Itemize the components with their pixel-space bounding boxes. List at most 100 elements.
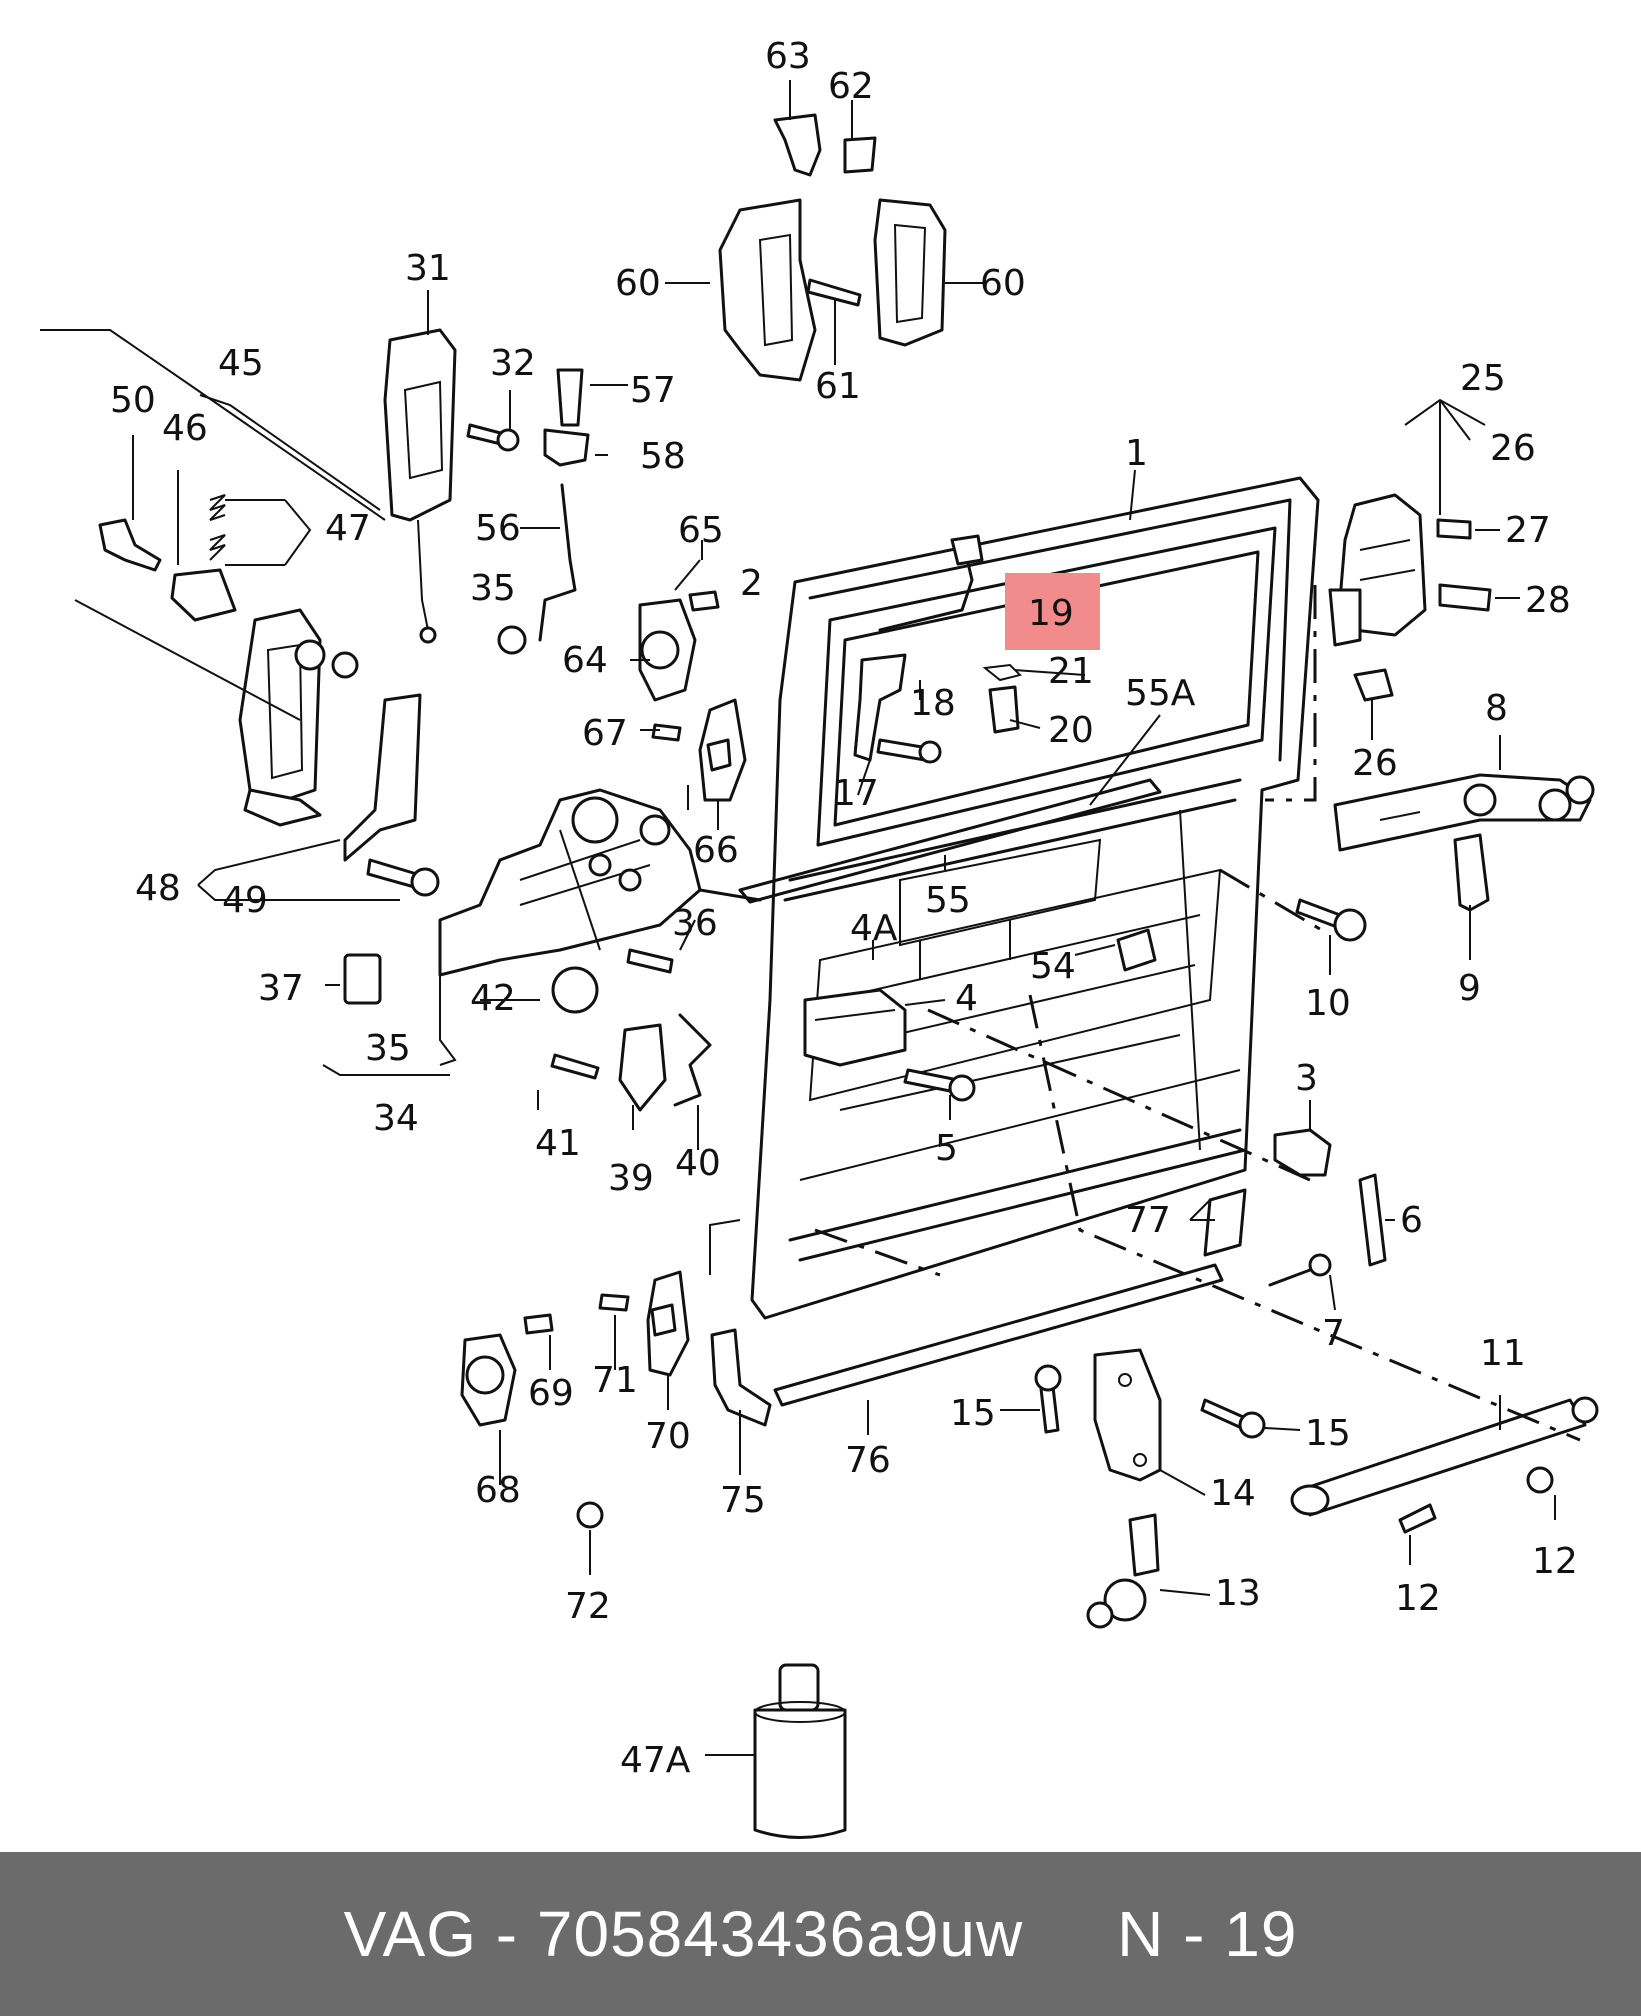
callout-35b: 35 — [365, 1028, 411, 1069]
callout-61: 61 — [815, 366, 861, 407]
callout-58: 58 — [640, 436, 686, 477]
position-label: N - 19 — [1117, 1898, 1298, 1970]
hinge-14 — [1093, 1348, 1162, 1482]
callout-labels: 1 2 3 4 4A 5 6 7 8 9 10 11 12 12 13 14 1… — [110, 36, 1578, 1781]
callout-66: 66 — [693, 830, 739, 871]
callout-8: 8 — [1485, 688, 1508, 729]
callout-42: 42 — [470, 978, 516, 1019]
callout-32: 32 — [490, 343, 536, 384]
callout-45: 45 — [218, 343, 264, 384]
callout-5: 5 — [935, 1128, 958, 1169]
callout-56: 56 — [475, 508, 521, 549]
seal-strip — [710, 1328, 772, 1427]
callout-35a: 35 — [470, 568, 516, 609]
gap — [1023, 1897, 1117, 1971]
callout-12a: 12 — [1395, 1578, 1441, 1619]
callout-9: 9 — [1458, 968, 1481, 1009]
separator: - — [477, 1898, 537, 1970]
callout-17: 17 — [833, 773, 879, 814]
callout-55A: 55A — [1125, 673, 1196, 714]
callout-28: 28 — [1525, 580, 1571, 621]
callout-39: 39 — [608, 1158, 654, 1199]
callout-15a: 15 — [950, 1393, 996, 1434]
parts-diagram: 1 2 3 4 4A 5 6 7 8 9 10 11 12 12 13 14 1… — [40, 36, 1599, 1839]
callout-18: 18 — [910, 683, 956, 724]
callout-63: 63 — [765, 36, 811, 77]
callout-65: 65 — [678, 510, 724, 551]
callout-15b: 15 — [1305, 1413, 1351, 1454]
callout-6: 6 — [1400, 1200, 1423, 1241]
roller-13 — [1086, 1513, 1160, 1629]
outer-handle-group — [238, 608, 359, 827]
callout-70: 70 — [645, 1416, 691, 1457]
callout-40: 40 — [675, 1143, 721, 1184]
callout-26b: 26 — [1352, 743, 1398, 784]
part-info-bar: VAG - 705843436a9uw N - 19 — [0, 1852, 1641, 2016]
callout-11: 11 — [1480, 1333, 1526, 1374]
callout-1: 1 — [1125, 433, 1148, 474]
callout-55: 55 — [925, 880, 971, 921]
callout-31: 31 — [405, 248, 451, 289]
leader-lines — [40, 80, 1556, 1756]
callout-19: 19 — [1028, 593, 1074, 634]
striker-70 — [646, 1270, 690, 1377]
striker-64 — [638, 598, 697, 702]
callout-46: 46 — [162, 408, 208, 449]
callout-13: 13 — [1215, 1573, 1261, 1614]
bracket-17 — [853, 653, 907, 762]
callout-27: 27 — [1505, 510, 1551, 551]
callout-2: 2 — [740, 563, 763, 604]
callout-69: 69 — [528, 1373, 574, 1414]
callout-4: 4 — [955, 978, 978, 1019]
callout-68: 68 — [475, 1470, 521, 1511]
callout-14: 14 — [1210, 1473, 1256, 1514]
sill-strip — [773, 1263, 1224, 1407]
callout-48: 48 — [135, 868, 181, 909]
rod-19 — [878, 534, 984, 632]
grab-handle-left — [718, 198, 817, 382]
callout-54: 54 — [1030, 946, 1076, 987]
callout-76: 76 — [845, 1440, 891, 1481]
callout-34: 34 — [373, 1098, 419, 1139]
callout-71: 71 — [592, 1360, 638, 1401]
bracket-63 — [773, 113, 822, 177]
callout-75: 75 — [720, 1480, 766, 1521]
clip-62 — [843, 136, 877, 174]
callout-50: 50 — [110, 380, 156, 421]
screw-61 — [806, 278, 862, 307]
callout-20: 20 — [1048, 710, 1094, 751]
callout-7: 7 — [1322, 1313, 1345, 1354]
callout-3: 3 — [1295, 1058, 1318, 1099]
roller-arm-8 — [1333, 773, 1595, 852]
callout-47A: 47A — [620, 1740, 691, 1781]
roller-arm-11 — [1290, 1396, 1599, 1517]
part-number: 705843436a9uw — [536, 1898, 1024, 1970]
interior-handle-31 — [383, 328, 457, 644]
callout-47: 47 — [325, 508, 371, 549]
lock-mechanism-34 — [438, 788, 762, 977]
callout-41: 41 — [535, 1123, 581, 1164]
callout-4A: 4A — [850, 908, 898, 949]
screw-32 — [466, 423, 520, 452]
callout-37: 37 — [258, 968, 304, 1009]
lock-25 — [1328, 493, 1427, 647]
grab-handle-right — [873, 198, 947, 347]
callout-25: 25 — [1460, 358, 1506, 399]
assembly-lines — [814, 585, 1581, 1442]
callout-12b: 12 — [1532, 1541, 1578, 1582]
callout-72: 72 — [565, 1586, 611, 1627]
callout-60a: 60 — [615, 263, 661, 304]
bottle-47A — [753, 1663, 847, 1839]
callout-77: 77 — [1125, 1200, 1171, 1241]
callout-57: 57 — [630, 370, 676, 411]
callout-36: 36 — [672, 903, 718, 944]
highlight-box — [1005, 573, 1100, 650]
callout-21: 21 — [1048, 651, 1094, 692]
callout-60b: 60 — [980, 263, 1026, 304]
callout-64: 64 — [562, 640, 608, 681]
callout-62: 62 — [828, 66, 874, 107]
callout-26a: 26 — [1490, 428, 1536, 469]
brand-label: VAG — [343, 1898, 477, 1970]
callout-10: 10 — [1305, 983, 1351, 1024]
callout-49: 49 — [222, 880, 268, 921]
